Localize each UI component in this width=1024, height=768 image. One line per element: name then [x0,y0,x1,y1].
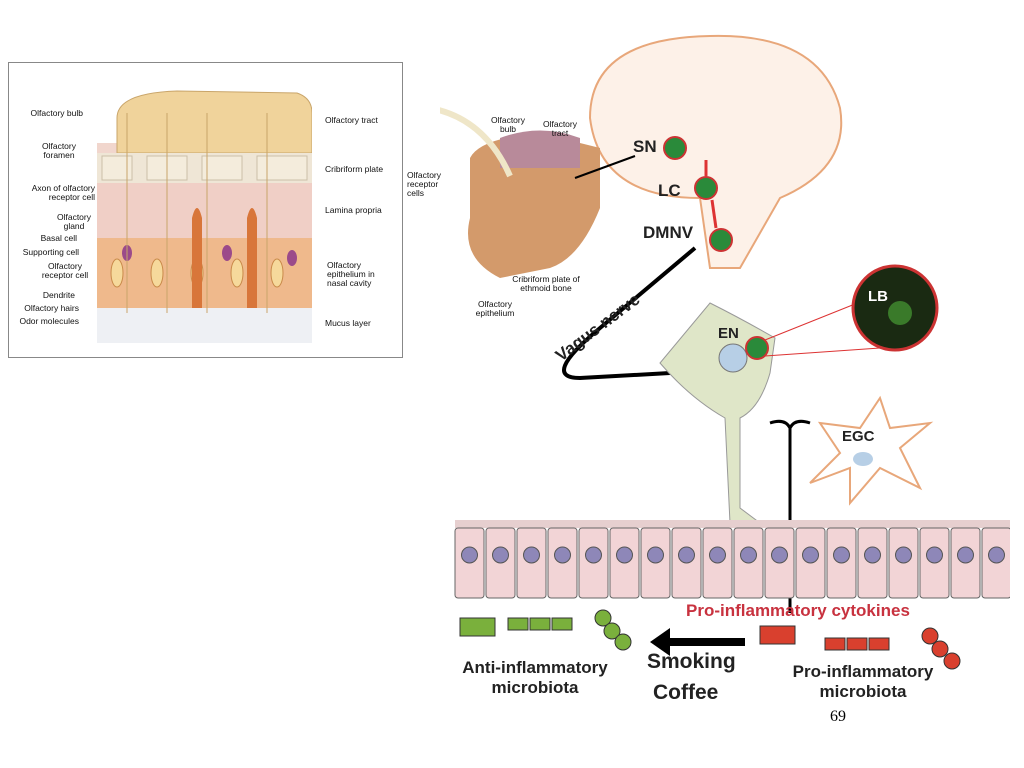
cell-nucleus [988,546,1005,564]
cell-nucleus [647,546,664,564]
cell-nucleus [926,546,943,564]
cell-nucleus [585,546,602,564]
label-olfactory-hairs: Olfactory hairs [24,303,79,313]
label-sn: SN [633,137,657,156]
label-olfactory-receptor-cell: Olfactory receptor cell [41,261,89,280]
cell-nucleus [523,546,540,564]
cell-nucleus [957,546,974,564]
label-olfactory-gland: Olfactory gland [56,212,91,231]
cell-nucleus [771,546,788,564]
inset-label-olfactory-tract: Olfactory tract [542,119,577,138]
label-en: EN [718,325,739,342]
gut-brain-illustration [440,34,1010,670]
olfactory-epithelium-figure: Olfactory bulb Olfactory foramen Axon of… [8,62,403,358]
label-olfactory-foramen: Olfactory foramen [41,141,76,160]
label-lamina-propria: Lamina propria [325,205,382,215]
cell-nucleus [802,546,819,564]
label-basal-cell: Basal cell [40,233,77,243]
cell-nucleus [461,546,478,564]
cell-nucleus [895,546,912,564]
label-pro-inflammatory-cytokines: Pro-inflammatory cytokines [686,601,910,620]
cell-nucleus [678,546,695,564]
label-cribriform-plate: Cribriform plate [325,164,384,174]
inset-label-receptor-cells: Olfactory receptor cells [407,170,442,198]
label-dendrite: Dendrite [42,290,75,300]
label-anti-inflammatory-microbiota: Anti-inflammatory microbiota [462,658,608,697]
label-smoking: Smoking [647,650,736,673]
cell-nucleus [740,546,757,564]
label-lb: LB [868,288,888,305]
page-number: 69 [830,708,846,725]
olfactory-tissue-illustration [97,90,312,343]
label-olfactory-tract: Olfactory tract [325,115,378,125]
cell-nucleus [709,546,726,564]
label-lc: LC [658,181,681,200]
label-dmnv: DMNV [643,223,694,242]
cell-nucleus [492,546,509,564]
label-supporting-cell: Supporting cell [22,247,79,257]
inset-label-olfactory-epithelium: Olfactory epithelium [475,299,515,318]
label-egc: EGC [842,428,875,445]
label-pro-inflammatory-microbiota: Pro-inflammatory microbiota [792,662,934,701]
cell-nucleus [864,546,881,564]
inset-label-olfactory-bulb: Olfactory bulb [490,115,525,134]
inset-label-cribriform-plate: Cribriform plate of ethmoid bone [512,274,580,293]
label-odor-molecules: Odor molecules [19,316,79,326]
label-axon: Axon of olfactory receptor cell [31,183,95,202]
label-coffee: Coffee [653,681,719,704]
label-mucus-layer: Mucus layer [325,318,371,328]
cell-nucleus [554,546,571,564]
cell-nucleus [616,546,633,564]
label-olfactory-epithelium-nasal: Olfactory epithelium in nasal cavity [327,260,375,288]
label-olfactory-bulb: Olfactory bulb [30,108,83,118]
cell-nucleus [833,546,850,564]
gut-brain-figure: Olfactory bulb Olfactory tract Olfactory… [407,28,1010,706]
